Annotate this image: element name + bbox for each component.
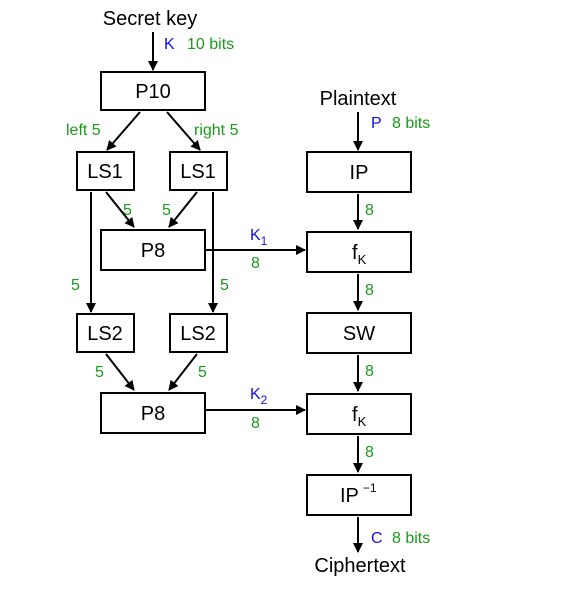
width-label-ls2-right-p8: 5	[198, 364, 207, 381]
p8-lower-box	[100, 392, 206, 434]
ciphertext-label: Ciphertext	[314, 555, 406, 577]
plaintext-bits: 8 bits	[392, 115, 430, 132]
split-left-label: left 5	[66, 122, 101, 139]
width-label-fk1-sw: 8	[365, 282, 374, 299]
plaintext-label: Plaintext	[320, 88, 397, 110]
secret-key-label: Secret key	[103, 8, 197, 30]
width-label-ls2-left-p8: 5	[95, 364, 104, 381]
k2-label: K2	[250, 386, 268, 407]
p10-label: P10	[135, 81, 171, 103]
ls2-left-box	[76, 313, 135, 353]
ls2-right-box	[169, 313, 228, 353]
ls1-left-box	[76, 151, 135, 191]
fk1-label: fK	[352, 242, 367, 267]
fk2-label: fK	[352, 404, 367, 429]
p8-upper-label: P8	[141, 240, 165, 262]
ls1-left-to-p8-arrow	[105, 191, 135, 228]
p10-to-ls1-right-arrow	[166, 111, 201, 151]
plaintext-symbol: P	[371, 115, 382, 132]
width-label-ls1-ls2-right: 5	[220, 277, 229, 294]
ip-label: IP	[350, 162, 369, 184]
ls1-right-label: LS1	[180, 161, 216, 183]
ip-box	[306, 151, 412, 193]
width-label-fk2-ipinv: 8	[365, 444, 374, 461]
width-label-ls1-right-p8: 5	[162, 202, 171, 219]
width-label-ls1-ls2-left: 5	[71, 277, 80, 294]
width-label-ls1-left-p8: 5	[123, 202, 132, 219]
sw-label: SW	[343, 323, 375, 345]
ls2-left-to-p8-arrow	[105, 353, 135, 391]
width-label-sw-fk2: 8	[365, 363, 374, 380]
k1-label: K1	[250, 227, 268, 248]
ip-inverse-box	[306, 474, 412, 516]
ls1-left-label: LS1	[87, 161, 123, 183]
sw-box	[306, 312, 412, 354]
key-symbol: K	[164, 36, 175, 53]
width-label-ip-fk1: 8	[365, 202, 374, 219]
ls1-right-to-p8-arrow	[168, 191, 198, 228]
ls2-right-label: LS2	[180, 323, 216, 345]
p10-box	[100, 71, 206, 111]
split-right-label: right 5	[194, 122, 239, 139]
ls1-right-box	[169, 151, 228, 191]
k1-bits: 8	[251, 255, 260, 272]
ciphertext-bits: 8 bits	[392, 530, 430, 547]
p8-lower-label: P8	[141, 403, 165, 425]
fk1-box	[306, 231, 412, 273]
ls2-right-to-p8-arrow	[168, 353, 198, 391]
ciphertext-symbol: C	[371, 530, 383, 547]
p10-to-ls1-left-arrow	[106, 111, 141, 151]
fk2-box	[306, 393, 412, 435]
ls2-left-label: LS2	[87, 323, 123, 345]
k2-bits: 8	[251, 415, 260, 432]
key-bits: 10 bits	[187, 36, 234, 53]
ip-inverse-label: IP−1	[340, 481, 377, 507]
